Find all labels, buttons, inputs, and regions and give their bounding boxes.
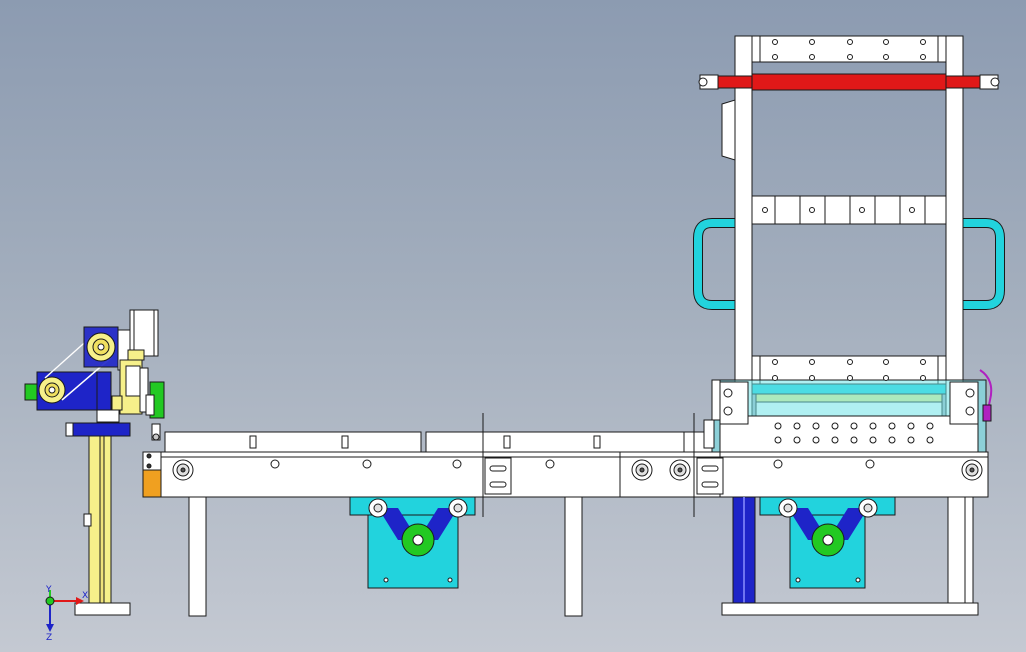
green-motor-cap	[24, 383, 38, 401]
orange-end-plate	[142, 469, 162, 498]
cyan-handle-right	[963, 218, 1005, 310]
base-bolt-grid	[774, 422, 934, 444]
conveyor-side-rail	[160, 451, 989, 498]
clamp-block-right	[949, 381, 979, 425]
axis-label-x: X	[82, 591, 88, 601]
pneumatic-cylinder	[129, 309, 159, 357]
blue-clamp-bar	[72, 422, 131, 437]
rail-bolt-holes	[270, 459, 875, 469]
frame-bolt-holes	[762, 39, 926, 381]
magenta-cable	[979, 369, 993, 421]
xyz-axis-triad-icon: X Y Z	[45, 585, 88, 643]
axis-label-z: Z	[46, 633, 52, 643]
middle-crossbar	[751, 195, 947, 225]
right-base-plate	[721, 602, 979, 616]
drive-unit-1	[349, 496, 476, 589]
frame-upright-left	[734, 35, 753, 417]
belt-conveyor	[142, 413, 989, 617]
left-feeder-station	[24, 309, 165, 616]
end-roller-left	[172, 459, 194, 481]
conveyor-leg-1	[188, 496, 207, 617]
frame-upright-right	[945, 35, 964, 417]
slotted-plate-2	[696, 457, 724, 495]
conveyor-leg-2	[564, 496, 583, 617]
clamp-block-left	[719, 381, 749, 425]
axis-label-y: Y	[45, 585, 52, 595]
belt-cover-right	[425, 431, 685, 453]
slotted-plate-1	[484, 457, 512, 495]
belt-cover-left	[164, 431, 422, 453]
cyan-handle-left	[693, 218, 735, 310]
left-base-plate	[74, 602, 131, 616]
drive-unit-2	[759, 496, 896, 589]
right-gantry-station	[693, 35, 1005, 616]
